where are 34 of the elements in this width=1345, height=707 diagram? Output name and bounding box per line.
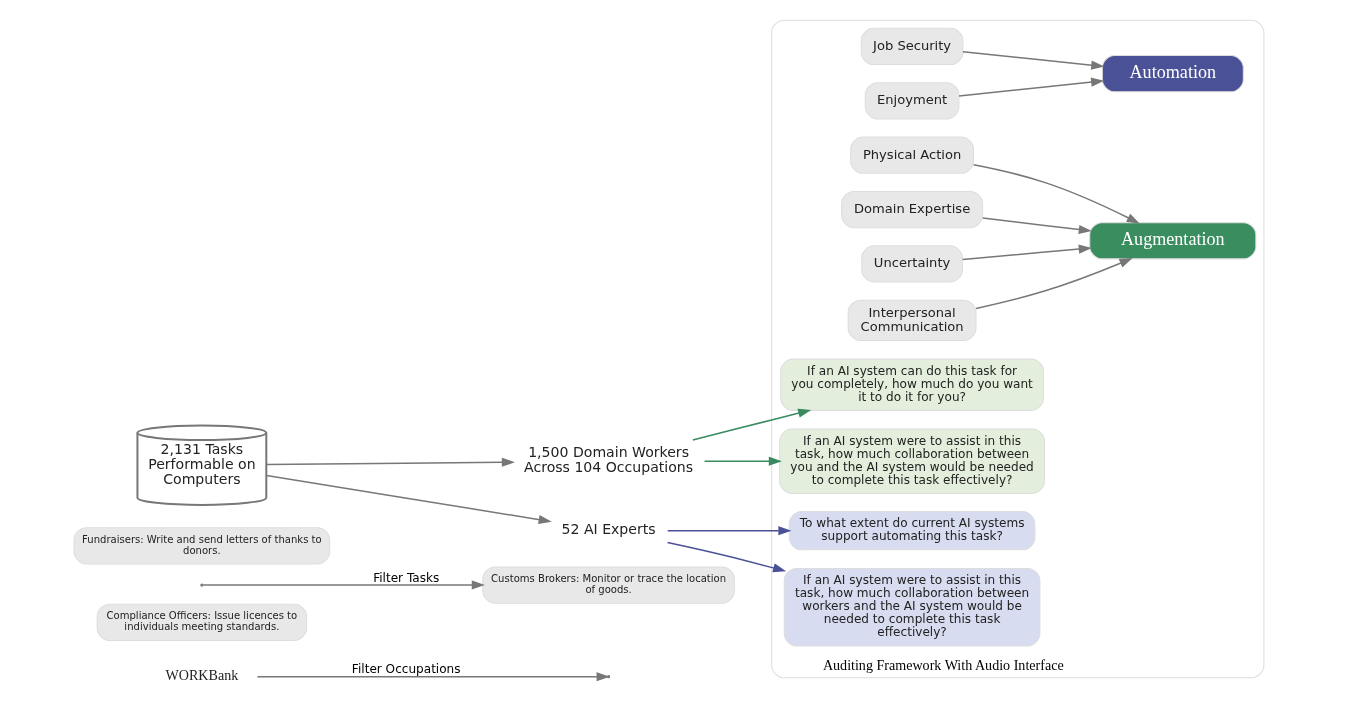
node-box: Job Security bbox=[860, 27, 963, 66]
arrow bbox=[981, 217, 1092, 235]
arrow bbox=[666, 526, 791, 536]
node-box: Fundraisers: Write and send letters of thanks to donors. bbox=[73, 527, 330, 565]
arrow bbox=[961, 244, 1092, 261]
node-box: Physical Action bbox=[849, 136, 974, 174]
arrow bbox=[265, 474, 552, 525]
node-text: 52 AI Experts bbox=[561, 521, 656, 538]
edge-label: Filter Tasks bbox=[372, 570, 439, 585]
node-box: Uncertainty bbox=[860, 245, 963, 283]
edge-label: Filter Occupations bbox=[351, 662, 461, 677]
arrow bbox=[691, 408, 811, 441]
arrow bbox=[974, 258, 1133, 310]
node-box: Enjoyment bbox=[864, 82, 959, 120]
node-box: Compliance Officers: Issue licences to individuals meeting standards. bbox=[96, 603, 307, 641]
node-box: To what extent do current AI systems support automating this task? bbox=[788, 511, 1035, 551]
node-box: If an AI system can do this task for you completely, how much do you want it to do it for you? bbox=[779, 358, 1044, 411]
node-text: WORKBank bbox=[165, 667, 238, 684]
node-box: If an AI system were to assist in this task, how much collaboration between you and the AI system would be needed to complete this task effectively? bbox=[778, 428, 1045, 494]
node-box: Augmentation bbox=[1088, 222, 1256, 260]
node-box: Domain Expertise bbox=[840, 190, 983, 229]
arrow bbox=[957, 77, 1104, 97]
arrow bbox=[666, 541, 786, 573]
node-box: Customs Brokers: Monitor or trace the location of goods. bbox=[481, 566, 735, 604]
arrow bbox=[265, 457, 515, 467]
arrow bbox=[703, 456, 782, 466]
node-text: 1,500 Domain Workers Across 104 Occupations bbox=[523, 444, 693, 476]
arrow bbox=[972, 164, 1140, 224]
arrow bbox=[201, 580, 485, 590]
node-box: Interpersonal Communication bbox=[847, 299, 976, 341]
node-box: Automation bbox=[1101, 55, 1244, 93]
node-box: If an AI system were to assist in this task, how much collaboration between workers and the AI system would be needed to complete this task effectively? bbox=[783, 567, 1040, 647]
arrow bbox=[961, 50, 1104, 70]
arrow bbox=[256, 672, 610, 682]
